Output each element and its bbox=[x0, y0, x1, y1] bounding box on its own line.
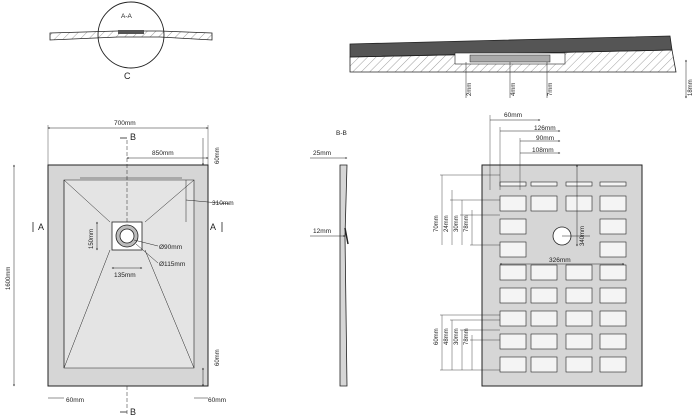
rib-cell bbox=[599, 264, 627, 281]
rib-cell bbox=[499, 218, 527, 235]
bottom-left-bottom-dim-2: 48mm bbox=[444, 328, 450, 345]
rib-cell bbox=[499, 287, 527, 304]
side-height-dim: 18mm bbox=[688, 79, 694, 96]
bottom-right-dim: 60mm bbox=[208, 397, 226, 404]
cut-b-bottom: B bbox=[130, 407, 136, 417]
rib-cell bbox=[599, 218, 627, 235]
bottom-left-bottom-dim-1: 60mm bbox=[434, 328, 440, 345]
drain-dia-inner: Ø90mm bbox=[159, 244, 182, 251]
drain-height-dim: 150mm bbox=[89, 229, 95, 249]
rib-cell bbox=[499, 356, 527, 373]
bottom-top-dim-2: 126mm bbox=[534, 125, 556, 132]
rib-slot bbox=[530, 181, 558, 187]
section-bb-mid-dim: 12mm bbox=[313, 228, 331, 235]
rib-cell bbox=[499, 310, 527, 327]
bottom-left-top-dim-1: 70mm bbox=[434, 215, 440, 232]
section-bb-title: B-B bbox=[336, 130, 347, 137]
bottom-drain-dim: 340mm bbox=[580, 226, 586, 246]
detail-title: A-A bbox=[121, 13, 133, 20]
detail-drain bbox=[118, 30, 144, 34]
rib-cell bbox=[499, 241, 527, 258]
rib-cell bbox=[499, 264, 527, 281]
bottom-top-dim-4: 108mm bbox=[532, 147, 554, 154]
rib-cell bbox=[530, 333, 558, 350]
bottom-left-bottom-dim-4: 78mm bbox=[464, 328, 470, 345]
detail-circle bbox=[97, 1, 165, 69]
rib-cell bbox=[565, 333, 593, 350]
detail-aa-section: A-A C bbox=[49, 1, 213, 81]
rib-cell bbox=[530, 195, 558, 212]
rib-slot bbox=[599, 181, 627, 187]
top-view: 700mm 1600mm 850mm B 60mm 310mm A A 150m… bbox=[6, 120, 234, 417]
bottom-left-top-dim-4: 78mm bbox=[464, 215, 470, 232]
side-dim-3: 7mm bbox=[548, 83, 554, 96]
section-bb-top-dim: 25mm bbox=[313, 150, 331, 157]
rib-cell bbox=[599, 195, 627, 212]
width-dim: 700mm bbox=[114, 120, 136, 127]
drain-width-dim: 135mm bbox=[114, 272, 136, 279]
rib-slot bbox=[565, 181, 593, 187]
rib-grid bbox=[499, 181, 627, 373]
rib-cell bbox=[530, 287, 558, 304]
top-margin-dim: 60mm bbox=[215, 147, 221, 164]
section-bb: B-B 25mm 12mm bbox=[310, 130, 349, 387]
rib-cell bbox=[565, 264, 593, 281]
bottom-left-top-dim-3: 30mm bbox=[454, 215, 460, 232]
bottom-top-dim-3: 90mm bbox=[536, 135, 554, 142]
rib-cell bbox=[599, 287, 627, 304]
bottom-margin-dim: 60mm bbox=[215, 349, 221, 366]
rib-cell bbox=[530, 356, 558, 373]
rib-cell bbox=[599, 333, 627, 350]
rib-cell bbox=[530, 264, 558, 281]
rib-cell bbox=[565, 195, 593, 212]
bottom-top-dim-1: 60mm bbox=[504, 112, 522, 119]
bottom-view: 60mm 126mm 90mm 108mm 70mm 24mm 30mm 78m… bbox=[434, 112, 643, 387]
rib-cell bbox=[565, 356, 593, 373]
rib-cell bbox=[599, 356, 627, 373]
drain-inner bbox=[119, 228, 135, 244]
cut-a-left: A bbox=[38, 222, 44, 232]
cut-a-right: A bbox=[210, 222, 216, 232]
rib-cell bbox=[499, 195, 527, 212]
rib-slot bbox=[499, 181, 527, 187]
side-dim-1: 2mm bbox=[467, 83, 473, 96]
bottom-left-top-dim-2: 24mm bbox=[444, 215, 450, 232]
side-dim-2: 4mm bbox=[511, 83, 517, 96]
drain-offset-dim: 850mm bbox=[152, 150, 174, 157]
rib-cell bbox=[530, 310, 558, 327]
rib-cell bbox=[599, 310, 627, 327]
length-dim: 1600mm bbox=[6, 267, 12, 290]
drain-dia-outer: Ø115mm bbox=[159, 261, 185, 268]
rib-cell bbox=[565, 287, 593, 304]
side-dim: 310mm bbox=[212, 200, 234, 207]
rib-cell bbox=[599, 241, 627, 258]
cut-b-top: B bbox=[130, 132, 136, 142]
detail-letter: C bbox=[124, 71, 131, 81]
section-bb-profile bbox=[339, 164, 348, 387]
rib-cell bbox=[499, 333, 527, 350]
bottom-center-dim: 326mm bbox=[549, 257, 571, 264]
bottom-left-bottom-dim-3: 30mm bbox=[454, 328, 460, 345]
side-section-view: 2mm 4mm 7mm 18mm bbox=[349, 35, 694, 99]
side-section-drain-core bbox=[469, 54, 551, 63]
bottom-left-dim: 60mm bbox=[66, 397, 84, 404]
rib-cell bbox=[565, 310, 593, 327]
